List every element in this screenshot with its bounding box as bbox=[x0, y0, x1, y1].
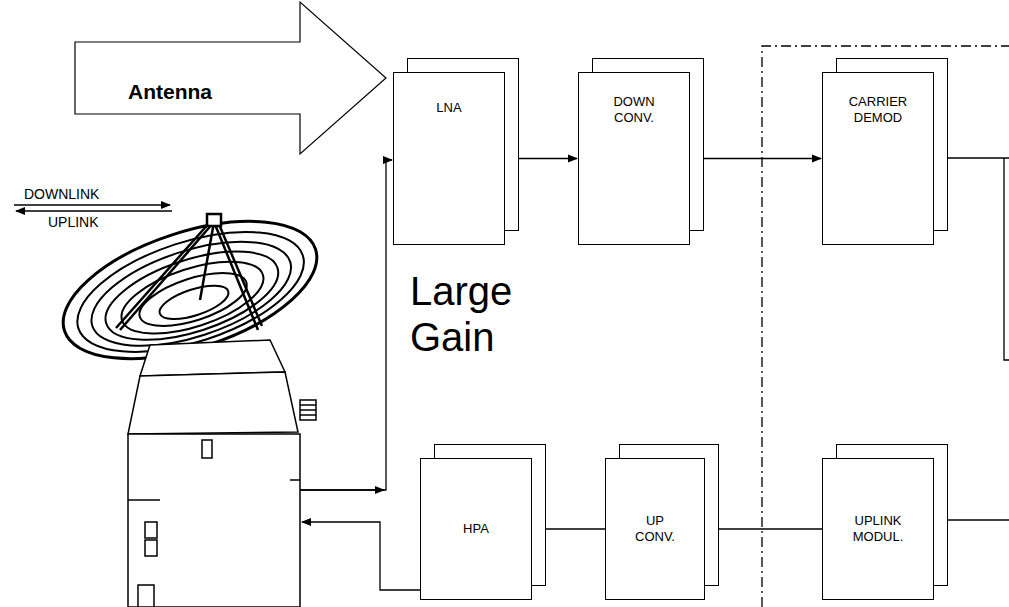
box-face bbox=[393, 72, 505, 245]
boundary-line bbox=[762, 46, 1009, 607]
process-box: HPA bbox=[420, 458, 532, 600]
uplink-arrow bbox=[16, 210, 172, 211]
dish bbox=[47, 194, 334, 386]
process-box: UP CONV. bbox=[605, 458, 705, 600]
rf-feed-line bbox=[300, 489, 384, 490]
feed-support bbox=[116, 214, 262, 330]
signal-connector bbox=[706, 528, 822, 529]
downlink-arrow bbox=[14, 204, 170, 205]
process-box: DOWN CONV. bbox=[578, 72, 690, 245]
process-box: UPLINK MODUL. bbox=[822, 458, 934, 600]
direction-arrow bbox=[75, 2, 386, 154]
box-label: DOWN CONV. bbox=[594, 94, 674, 125]
pedestal bbox=[128, 340, 316, 607]
link-label: UPLINK bbox=[48, 214, 168, 230]
rf-transmit-line bbox=[302, 522, 420, 590]
antenna-label: Antenna bbox=[128, 80, 248, 104]
box-label: UP CONV. bbox=[630, 513, 680, 544]
rf-feed-line bbox=[300, 160, 392, 490]
signal-connector bbox=[690, 158, 821, 159]
link-label: DOWNLINK bbox=[24, 186, 144, 202]
signal-line bbox=[1004, 158, 1009, 360]
annotation: Large Gain bbox=[410, 268, 535, 360]
process-box: CARRIER DEMOD bbox=[822, 72, 934, 245]
box-label: UPLINK MODUL. bbox=[838, 513, 918, 544]
box-label: HPA bbox=[431, 521, 521, 537]
box-label: LNA bbox=[404, 100, 494, 116]
process-box: LNA bbox=[393, 72, 505, 245]
box-label: CARRIER DEMOD bbox=[838, 94, 918, 125]
